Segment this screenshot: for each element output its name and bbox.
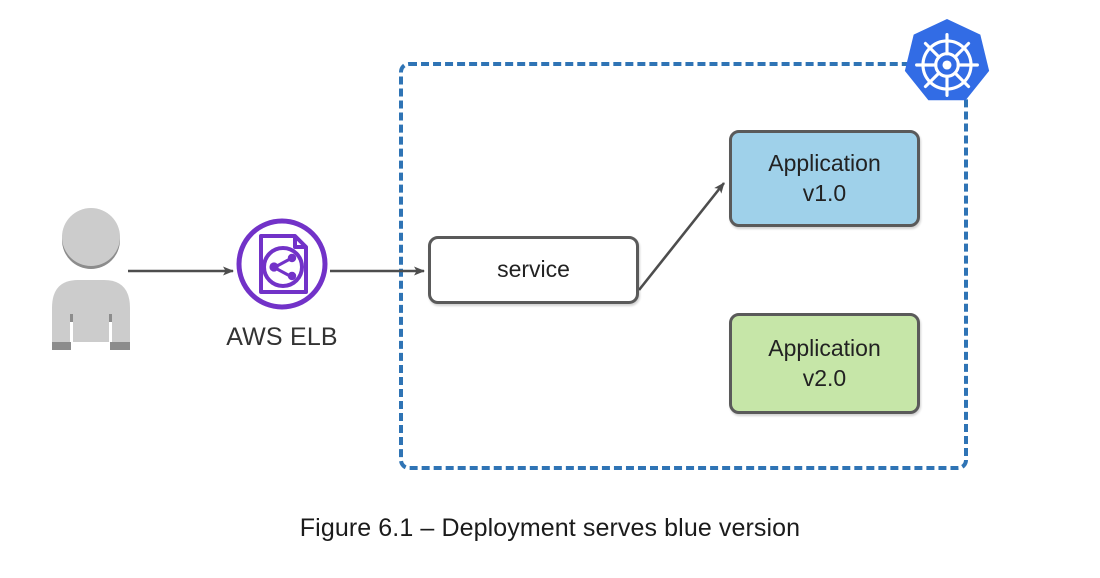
user-actor-icon <box>44 204 138 350</box>
node-application-v1[interactable]: Application v1.0 <box>729 130 920 227</box>
node-application-v2[interactable]: Application v2.0 <box>729 313 920 414</box>
node-service-label: service <box>497 256 570 283</box>
aws-elb-icon <box>236 218 328 310</box>
kubernetes-logo <box>898 16 996 114</box>
node-application-v1-label: Application v1.0 <box>768 150 881 206</box>
aws-elb-label: AWS ELB <box>226 323 338 351</box>
node-service[interactable]: service <box>428 236 639 304</box>
node-application-v2-label: Application v2.0 <box>768 335 881 391</box>
kubernetes-cluster-boundary <box>399 62 968 470</box>
figure-caption: Figure 6.1 – Deployment serves blue vers… <box>299 514 801 542</box>
